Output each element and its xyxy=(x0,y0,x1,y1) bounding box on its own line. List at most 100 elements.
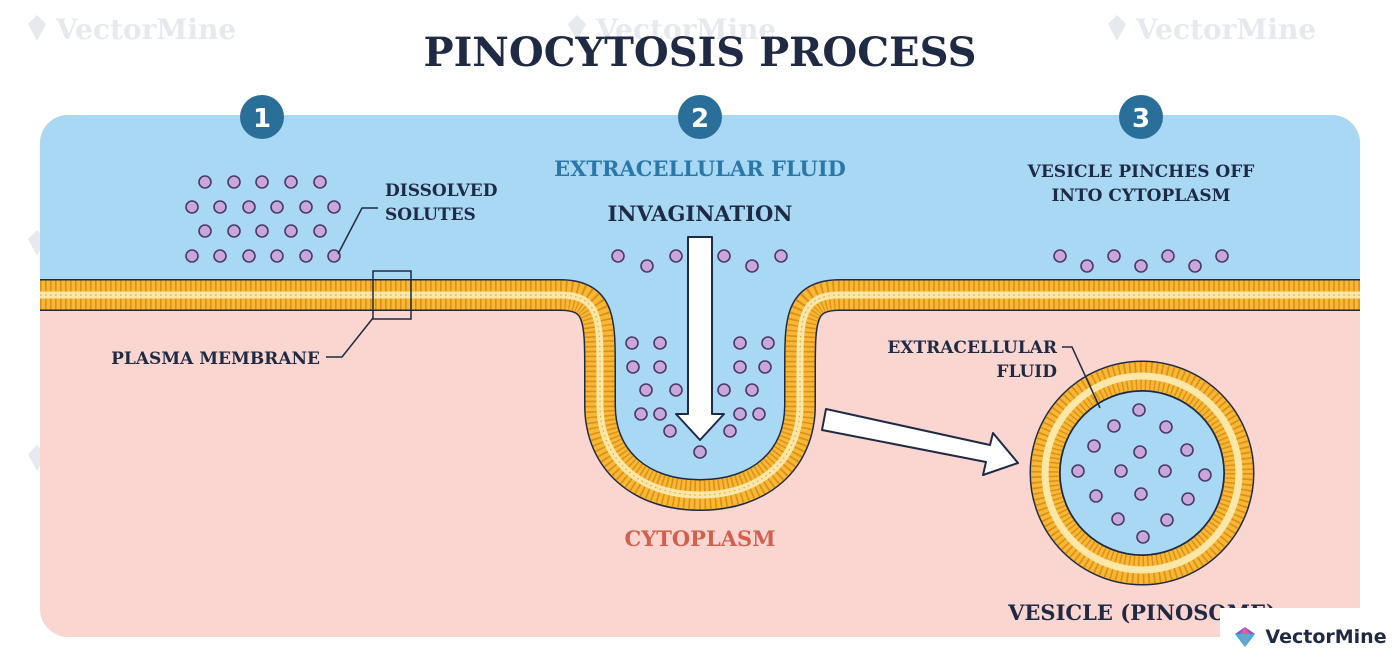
diagram-title: PINOCYTOSIS PROCESS xyxy=(424,29,977,76)
solute-particle xyxy=(1132,403,1146,417)
vesicle-fluid-leader xyxy=(1062,346,1101,409)
dissolved-solutes-label-line2: SOLUTES xyxy=(385,205,476,225)
solute-particle xyxy=(299,249,313,263)
watermark-text: VectorMine xyxy=(595,13,776,46)
solute-particle xyxy=(745,383,759,397)
solute-particle xyxy=(745,259,759,273)
solute-particle xyxy=(198,224,212,238)
step-1-number: 1 xyxy=(253,104,271,134)
logo-text: VectorMine xyxy=(1265,626,1387,648)
extracellular-fluid-label: EXTRACELLULAR FLUID xyxy=(554,156,846,181)
dissolved-solutes-label-line1: DISSOLVED xyxy=(385,181,498,201)
solute-particle xyxy=(327,200,341,214)
solute-particle xyxy=(1114,464,1128,478)
solute-particle xyxy=(1161,249,1175,263)
solute-particle xyxy=(1111,512,1125,526)
solute-particle xyxy=(1133,445,1147,459)
dissolved-solutes-leader xyxy=(337,207,378,255)
invagination-label: INVAGINATION xyxy=(607,201,792,226)
solute-particle xyxy=(1159,420,1173,434)
solute-particle xyxy=(761,336,775,350)
solute-particle xyxy=(1158,464,1172,478)
solute-particle xyxy=(284,224,298,238)
solute-particle xyxy=(1134,487,1148,501)
solute-particle xyxy=(1071,464,1085,478)
watermark-icon xyxy=(568,15,586,41)
vesicle-fluid-label-line2: FLUID xyxy=(996,362,1057,382)
step-3-marker: 3 xyxy=(1119,95,1163,139)
solute-particle xyxy=(1089,489,1103,503)
solute-particle xyxy=(640,259,654,273)
solute-particle xyxy=(185,200,199,214)
solute-particle xyxy=(1107,419,1121,433)
watermark-text: VectorMine xyxy=(1135,13,1316,46)
solute-particle xyxy=(758,360,772,374)
solute-particle xyxy=(227,175,241,189)
solute-particle xyxy=(1160,513,1174,527)
solute-particle xyxy=(255,175,269,189)
plasma-membrane xyxy=(40,279,1360,511)
solute-particle xyxy=(653,336,667,350)
solute-particle xyxy=(733,360,747,374)
membrane-highlight-box xyxy=(372,270,412,320)
plasma-membrane-leader xyxy=(326,317,374,358)
solute-particle xyxy=(774,249,788,263)
watermark-icon xyxy=(28,15,46,41)
step-2-number: 2 xyxy=(691,104,709,134)
vesicle-fluid-label-line1: EXTRACELLULAR xyxy=(887,338,1058,358)
solute-particle xyxy=(213,249,227,263)
solute-particle xyxy=(1053,249,1067,263)
solute-particle xyxy=(1188,259,1202,273)
solute-particle xyxy=(669,249,683,263)
solute-particle xyxy=(639,383,653,397)
solute-particle xyxy=(327,249,341,263)
solute-particle xyxy=(1181,492,1195,506)
vesicle-pinosome xyxy=(1029,360,1255,586)
solute-particle xyxy=(1107,249,1121,263)
solute-particle xyxy=(752,407,766,421)
watermark-icon xyxy=(1108,15,1126,41)
step-3-number: 3 xyxy=(1132,104,1150,134)
solute-particle xyxy=(663,424,677,438)
vesicle-pinches-label-line2: INTO CYTOPLASM xyxy=(1051,186,1230,206)
solute-particles xyxy=(185,175,1229,459)
solute-particle xyxy=(1080,259,1094,273)
solute-particle xyxy=(1087,439,1101,453)
solute-particle xyxy=(733,336,747,350)
solute-particle xyxy=(1136,530,1150,544)
invagination-arrow xyxy=(675,236,725,441)
solute-particle xyxy=(242,249,256,263)
solute-particle xyxy=(634,407,648,421)
solute-particle xyxy=(669,383,683,397)
solute-particle xyxy=(693,445,707,459)
step-2-marker: 2 xyxy=(678,95,722,139)
solute-particle xyxy=(653,407,667,421)
cytoplasm-label: CYTOPLASM xyxy=(625,526,776,551)
solute-particle xyxy=(270,249,284,263)
solute-particle xyxy=(185,249,199,263)
solute-particle xyxy=(733,407,747,421)
solute-particle xyxy=(270,200,284,214)
solute-particle xyxy=(717,249,731,263)
vesicle-transport-arrow xyxy=(821,408,1019,476)
solute-particle xyxy=(242,200,256,214)
solute-particle xyxy=(198,175,212,189)
watermark-text: VectorMine xyxy=(55,13,236,46)
solute-particle xyxy=(611,249,625,263)
solute-particle xyxy=(213,200,227,214)
solute-particle xyxy=(284,175,298,189)
solute-particle xyxy=(313,224,327,238)
solute-particle xyxy=(1215,249,1229,263)
plasma-membrane-label: PLASMA MEMBRANE xyxy=(111,349,320,369)
solute-particle xyxy=(313,175,327,189)
solute-particle xyxy=(255,224,269,238)
step-1-marker: 1 xyxy=(240,95,284,139)
solute-particle xyxy=(1180,443,1194,457)
solute-particle xyxy=(723,424,737,438)
vesicle-pinches-label-line1: VESICLE PINCHES OFF xyxy=(1027,162,1255,182)
diamond-logo-icon xyxy=(1235,627,1256,647)
solute-particle xyxy=(653,360,667,374)
solute-particle xyxy=(1134,259,1148,273)
solute-particle xyxy=(625,336,639,350)
solute-particle xyxy=(1198,468,1212,482)
